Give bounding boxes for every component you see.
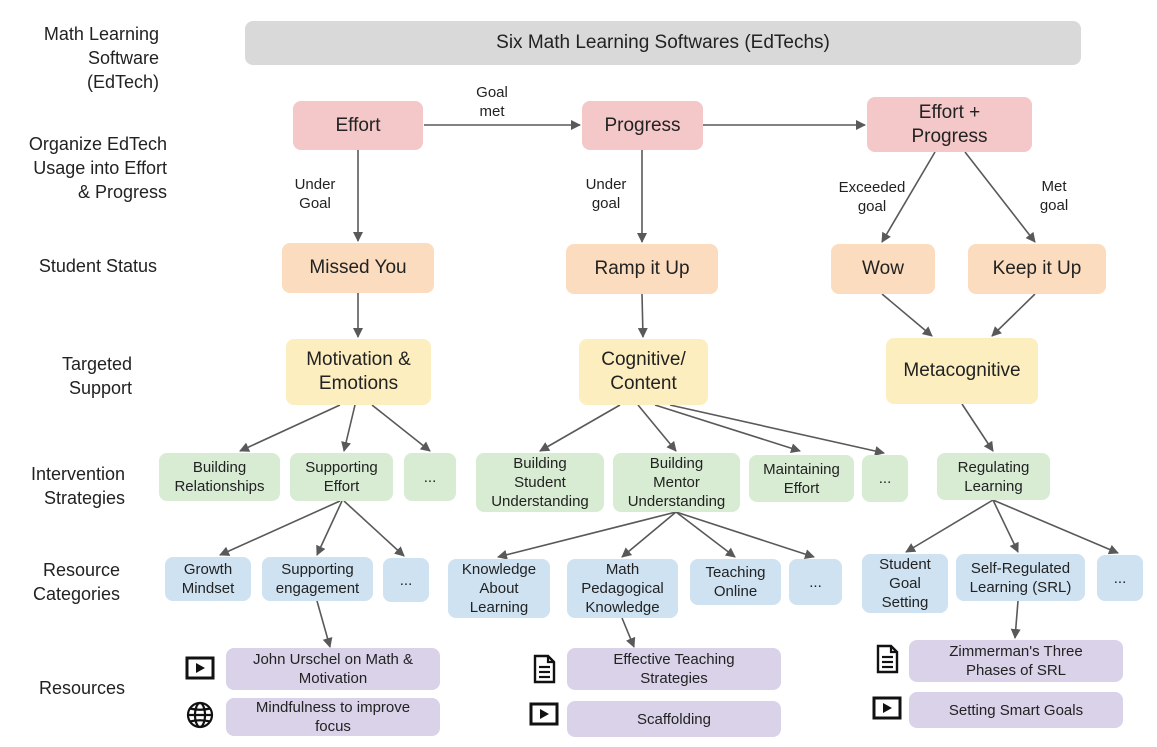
edge-cognitive-more: [669, 404, 885, 456]
node-effort-progress: Effort + Progress: [867, 97, 1032, 152]
node-metacognitive: Metacognitive: [886, 338, 1038, 404]
edge-effort-engagement: [316, 500, 343, 556]
video-icon: [185, 656, 215, 680]
node-motivation-emotions: Motivation & Emotions: [286, 339, 431, 405]
node-category-more-1: ...: [383, 558, 429, 602]
node-effort: Effort: [293, 101, 423, 150]
edge-effort-more: [343, 500, 405, 557]
edge-label-under-goal-progress: Under goal: [585, 176, 627, 212]
edge-cognitive-mentor: [637, 404, 677, 452]
node-progress: Progress: [582, 101, 703, 150]
resource-smart-goals[interactable]: Setting Smart Goals: [909, 692, 1123, 728]
edtech-bar: Six Math Learning Softwares (EdTechs): [245, 21, 1081, 65]
edge-ep-wow: [881, 151, 936, 243]
node-category-more-3: ...: [1097, 555, 1143, 601]
node-student-goal-setting: Student Goal Setting: [862, 554, 948, 613]
row-label-support: Targeted Support: [61, 354, 132, 398]
resource-effective-teaching[interactable]: Effective Teaching Strategies: [567, 648, 781, 690]
document-icon: [876, 644, 899, 674]
edge-mentor-teaching: [675, 511, 736, 558]
node-supporting-effort: Supporting Effort: [290, 453, 393, 501]
edge-srl-zimmerman: [1010, 600, 1021, 639]
edge-regulating-srl: [992, 499, 1019, 553]
edge-regulating-goal: [905, 499, 994, 553]
node-strategy-more-1: ...: [404, 453, 456, 501]
edge-cognitive-student: [539, 404, 621, 452]
node-supporting-engagement: Supporting engagement: [262, 557, 373, 601]
edge-effort-growth: [219, 500, 341, 556]
edge-label-met-goal: Met goal: [1039, 178, 1069, 214]
edge-cognitive-maintain: [654, 404, 801, 454]
edge-mentor-math: [621, 511, 677, 558]
node-strategy-more-2: ...: [862, 455, 908, 502]
node-keep-it-up: Keep it Up: [968, 244, 1106, 294]
resource-scaffolding[interactable]: Scaffolding: [567, 701, 781, 737]
edge-mentor-more: [675, 511, 815, 559]
row-label-edtech: Math Learning Software (EdTech): [43, 24, 159, 92]
node-cognitive-content: Cognitive/ Content: [579, 339, 708, 405]
edge-label-under-goal-effort: Under Goal: [294, 176, 336, 212]
node-ramp-it-up: Ramp it Up: [566, 244, 718, 294]
edge-motivation-relationships: [239, 404, 341, 452]
node-category-more-2: ...: [789, 559, 842, 605]
edge-engagement-urschel: [316, 600, 333, 648]
node-missed-you: Missed You: [282, 243, 434, 293]
resource-mindfulness[interactable]: Mindfulness to improve focus: [226, 698, 440, 736]
edge-ramp-cognitive: [637, 293, 648, 338]
video-icon: [529, 702, 559, 726]
edge-label-exceeded-goal: Exceeded goal: [838, 179, 906, 215]
edge-motivation-effort: [341, 404, 356, 452]
edge-regulating-more: [992, 499, 1119, 555]
document-icon: [533, 654, 556, 684]
edge-meta-regulating: [961, 403, 994, 452]
resource-zimmerman[interactable]: Zimmerman's Three Phases of SRL: [909, 640, 1123, 682]
node-knowledge-about-learning: Knowledge About Learning: [448, 559, 550, 618]
node-math-pedagogical-knowledge: Math Pedagogical Knowledge: [567, 559, 678, 618]
resource-urschel[interactable]: John Urschel on Math & Motivation: [226, 648, 440, 690]
row-label-categories: Resource Categories: [32, 560, 120, 604]
node-wow: Wow: [831, 244, 935, 294]
row-label-status: Student Status: [38, 256, 157, 276]
row-label-organize: Organize EdTech Usage into Effort & Prog…: [28, 134, 167, 202]
edge-ep-keep: [964, 151, 1036, 243]
node-building-student-understanding: Building Student Understanding: [476, 453, 604, 512]
node-self-regulated-learning: Self-Regulated Learning (SRL): [956, 554, 1085, 601]
edge-mentor-knowledge: [497, 511, 677, 560]
globe-icon: [186, 701, 214, 729]
edge-keep-meta: [991, 293, 1036, 337]
node-building-mentor-understanding: Building Mentor Understanding: [613, 453, 740, 512]
node-regulating-learning: Regulating Learning: [937, 453, 1050, 500]
edge-math-effective: [621, 617, 636, 648]
video-icon: [872, 696, 902, 720]
edge-wow-meta: [881, 293, 933, 337]
edge-motivation-more: [371, 404, 431, 452]
node-teaching-online: Teaching Online: [690, 559, 781, 605]
node-building-relationships: Building Relationships: [159, 453, 280, 501]
edge-label-goal-met: Goal met: [476, 84, 508, 120]
node-growth-mindset: Growth Mindset: [165, 557, 251, 601]
node-maintaining-effort: Maintaining Effort: [749, 455, 854, 502]
row-label-strategies: Intervention Strategies: [30, 464, 125, 508]
row-label-resources: Resources: [38, 678, 125, 698]
